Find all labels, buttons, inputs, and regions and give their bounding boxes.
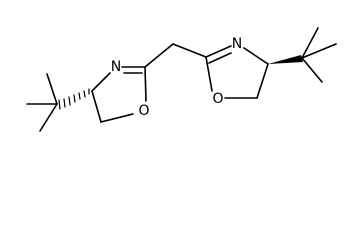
right-c2-n-bond bbox=[205, 45, 232, 58]
left-o-c2-bond bbox=[144, 66, 147, 102]
bis-oxazoline-structure: N O N O bbox=[26, 27, 337, 132]
right-methyl-down bbox=[301, 57, 323, 83]
bridge-left-bond bbox=[144, 43, 174, 68]
left-methyl-up bbox=[46, 73, 58, 105]
methylene-bridge bbox=[144, 43, 207, 68]
left-n-c4-bond bbox=[91, 72, 111, 92]
right-n-c4-bond bbox=[243, 47, 269, 65]
left-oxazoline-ring bbox=[91, 66, 147, 123]
left-methyl-down bbox=[39, 103, 58, 132]
left-tert-butyl-group bbox=[26, 73, 90, 132]
left-c4-c5-bond bbox=[91, 90, 102, 123]
bridge-right-bond bbox=[172, 43, 207, 58]
right-tert-butyl-group bbox=[268, 27, 337, 83]
right-methyl-up bbox=[301, 27, 319, 59]
right-oxazoline-ring bbox=[205, 45, 269, 99]
left-hashed-wedge bbox=[58, 88, 90, 110]
left-ring-nitrogen-label: N bbox=[111, 59, 121, 75]
atom-labels: N O N O bbox=[111, 36, 242, 119]
right-o-c2-bond bbox=[205, 56, 213, 92]
right-c4-c5-bond bbox=[256, 63, 269, 99]
right-ring-nitrogen-label: N bbox=[232, 36, 242, 52]
right-bold-wedge bbox=[268, 55, 303, 64]
right-methyl-right bbox=[301, 43, 337, 59]
right-ring-oxygen-label: O bbox=[212, 91, 223, 107]
left-ring-oxygen-label: O bbox=[138, 103, 149, 119]
left-c5-o-bond bbox=[100, 113, 134, 123]
right-c2-n-double-bond bbox=[208, 52, 232, 64]
